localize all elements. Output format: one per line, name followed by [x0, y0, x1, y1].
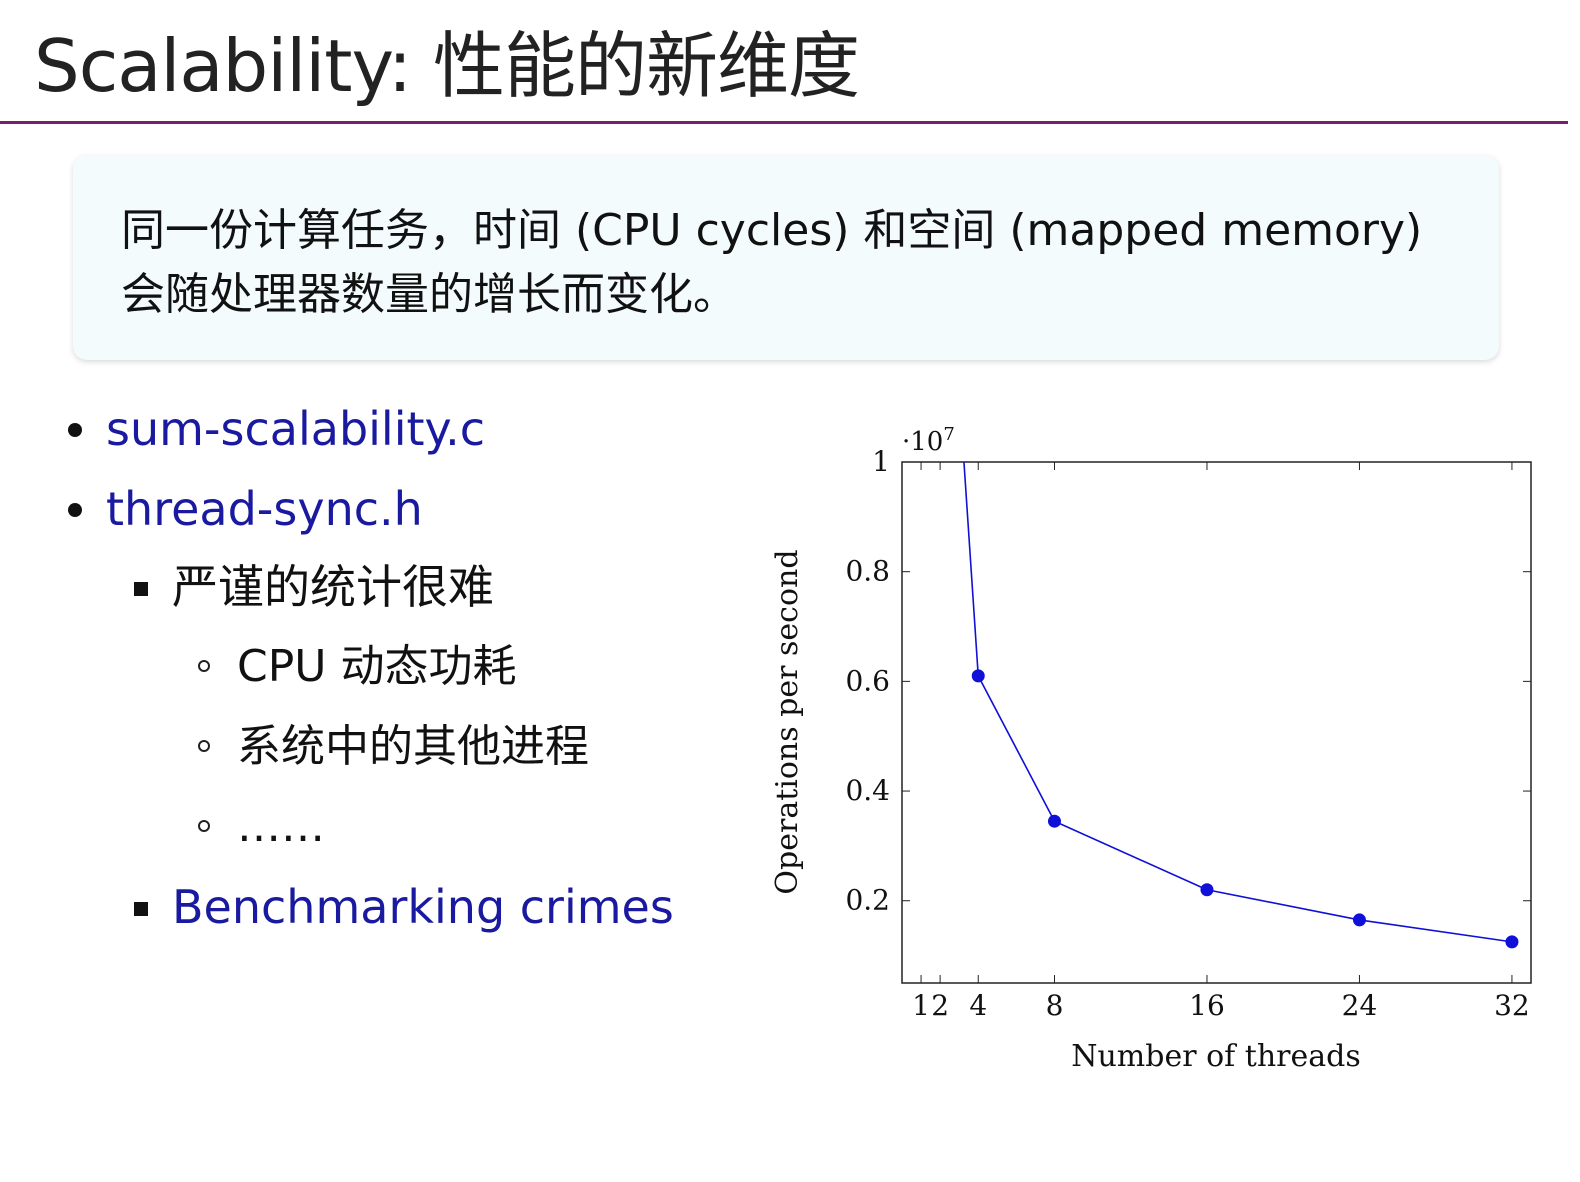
- bullet-marker: [198, 820, 210, 832]
- x-tick-label: 1: [912, 989, 930, 1022]
- series-line: [963, 462, 1513, 943]
- link-benchmarking-crimes[interactable]: Benchmarking crimes: [172, 880, 674, 934]
- bullet-ellipsis: ……: [237, 801, 325, 852]
- x-axis-label: Number of threads: [1071, 1039, 1361, 1074]
- data-point: [1505, 935, 1519, 949]
- chart-labels: Number of threads Operations per second …: [770, 424, 1361, 1074]
- y-multiplier: ·107: [902, 424, 955, 457]
- title-divider: [0, 121, 1568, 124]
- bullet-stats-hard: 严谨的统计很难: [172, 560, 494, 614]
- x-tick-label: 8: [1046, 989, 1064, 1022]
- link-thread-sync[interactable]: thread-sync.h: [106, 482, 423, 536]
- link-sum-scalability[interactable]: sum-scalability.c: [106, 402, 486, 456]
- y-tick-label: 0.4: [845, 774, 890, 807]
- data-point: [1352, 913, 1366, 927]
- x-tick-label: 32: [1494, 989, 1530, 1022]
- chart-series: [963, 462, 1519, 949]
- callout-text: 同一份计算任务，时间 (CPU cycles) 和空间 (mapped memo…: [121, 205, 1423, 320]
- y-axis-label: Operations per second: [770, 549, 805, 894]
- bullet-marker: [68, 423, 82, 437]
- y-tick-label: 0.8: [845, 555, 890, 588]
- slide-title: Scalability: 性能的新维度: [34, 24, 860, 108]
- bullet-marker: [198, 740, 210, 752]
- x-tick-label: 24: [1342, 989, 1378, 1022]
- data-point: [1047, 814, 1061, 828]
- plot-frame: [901, 461, 1532, 984]
- data-point: [971, 669, 985, 683]
- bullet-marker: [134, 582, 148, 596]
- bullet-marker: [198, 660, 210, 672]
- bullet-cpu-power: CPU 动态功耗: [237, 641, 517, 692]
- y-tick-label: 1: [872, 445, 890, 478]
- y-multiplier-base: ·10: [902, 427, 943, 457]
- x-tick-label: 16: [1189, 989, 1225, 1022]
- callout-box: 同一份计算任务，时间 (CPU cycles) 和空间 (mapped memo…: [73, 155, 1499, 360]
- y-multiplier-exponent: 7: [943, 424, 954, 445]
- bullet-marker: [68, 503, 82, 517]
- y-tick-label: 0.6: [845, 664, 890, 697]
- y-tick-label: 0.2: [845, 884, 890, 917]
- bullet-marker: [134, 902, 148, 916]
- x-tick-label: 4: [969, 989, 987, 1022]
- x-tick-label: 2: [931, 989, 949, 1022]
- bullet-other-processes: 系统中的其他进程: [237, 721, 589, 772]
- data-point: [1200, 883, 1214, 897]
